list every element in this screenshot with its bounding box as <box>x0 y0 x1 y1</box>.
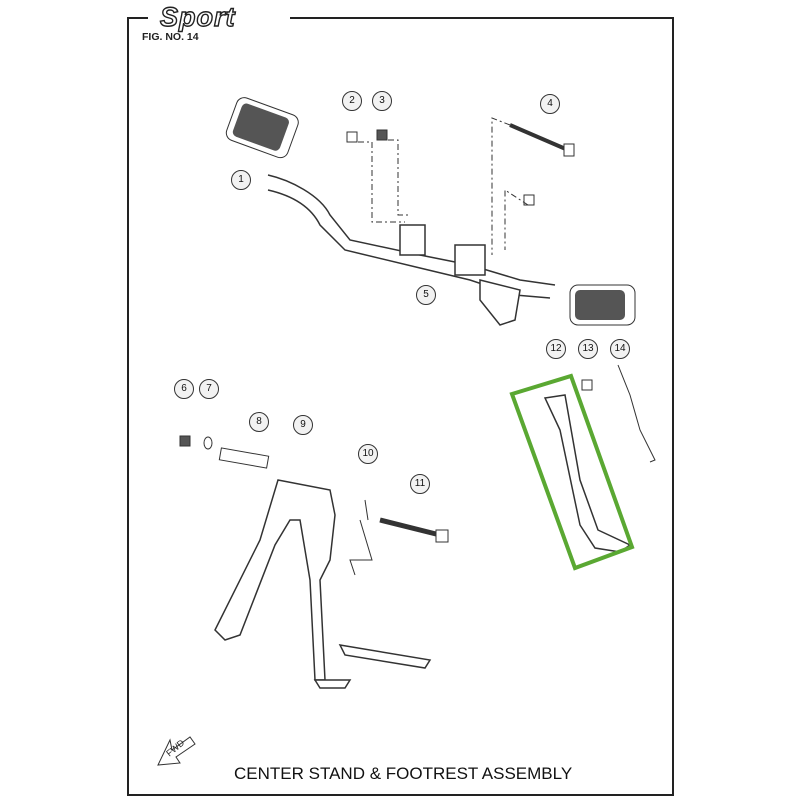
brand-logo: Sport <box>159 1 236 32</box>
callout-1[interactable]: 1 <box>231 170 251 190</box>
callout-7[interactable]: 7 <box>199 379 219 399</box>
figure-number: FIG. NO. 14 <box>142 31 199 43</box>
diagram-title: CENTER STAND & FOOTREST ASSEMBLY <box>234 764 573 783</box>
spring-10 <box>349 499 373 576</box>
forward-arrow-icon <box>157 736 196 766</box>
bolts-top <box>346 123 575 206</box>
callout-8[interactable]: 8 <box>249 412 269 432</box>
center-stand <box>214 479 432 689</box>
footrest-peg-right <box>569 284 636 326</box>
callout-10[interactable]: 10 <box>358 444 378 464</box>
center-stand-hardware <box>179 435 449 543</box>
callout-6[interactable]: 6 <box>174 379 194 399</box>
callout-2[interactable]: 2 <box>342 91 362 111</box>
bolt-13 <box>581 379 593 391</box>
callout-9[interactable]: 9 <box>293 415 313 435</box>
callout-11[interactable]: 11 <box>410 474 430 494</box>
callout-13[interactable]: 13 <box>578 339 598 359</box>
callout-3[interactable]: 3 <box>372 91 392 111</box>
callout-14[interactable]: 14 <box>610 339 630 359</box>
footrest-peg-left <box>225 97 299 159</box>
spring-14 <box>617 364 656 463</box>
assembly-lines <box>358 117 529 255</box>
highlight-box <box>509 373 635 571</box>
callout-12[interactable]: 12 <box>546 339 566 359</box>
callout-5[interactable]: 5 <box>416 285 436 305</box>
page-frame <box>127 17 674 796</box>
callout-4[interactable]: 4 <box>540 94 560 114</box>
footrest-bar <box>267 174 556 326</box>
